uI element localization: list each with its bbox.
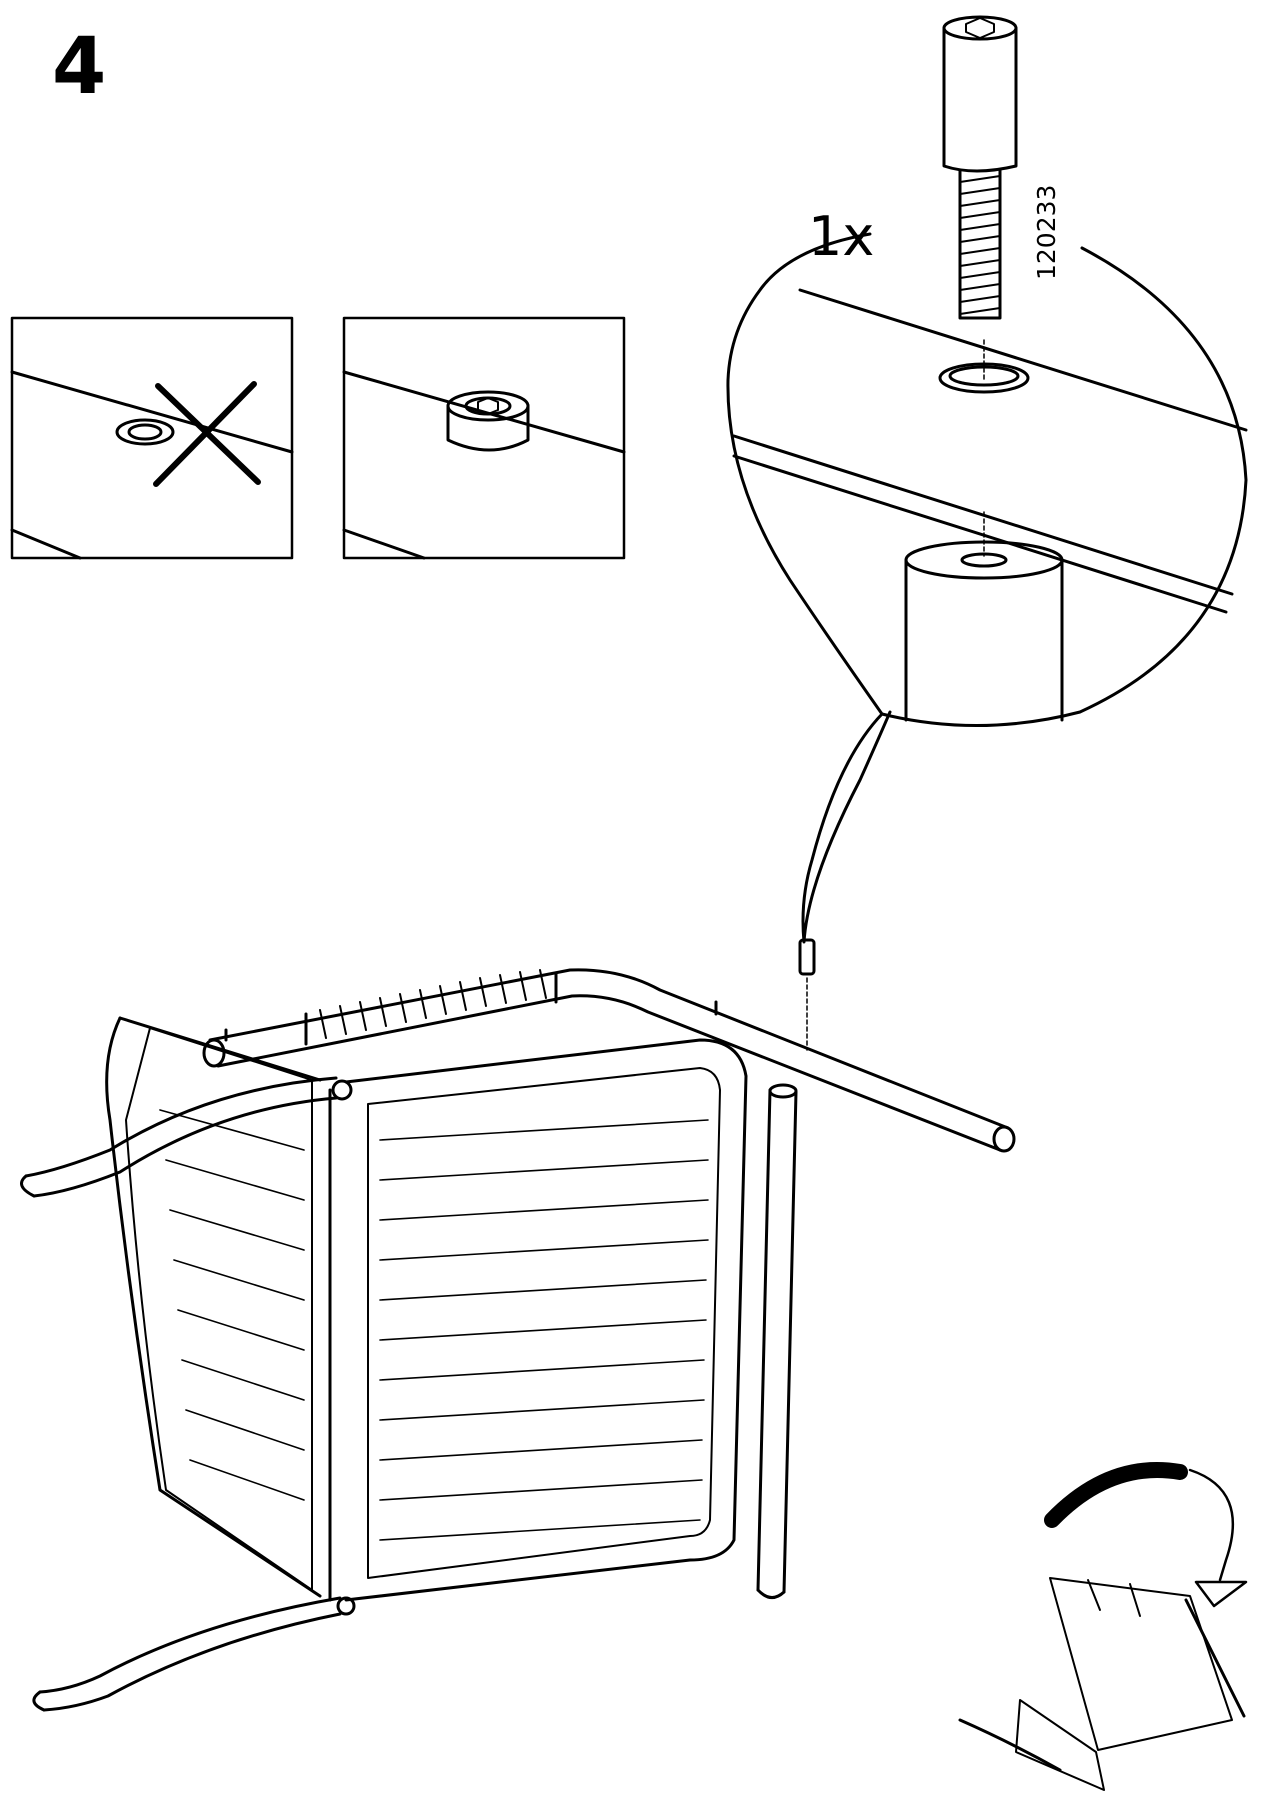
cross-mark-icon [153,381,261,487]
small-bolt-icon [798,938,816,1051]
detail-balloon [726,232,1248,944]
incorrect-inset-panel [10,316,294,560]
bolt-icon [942,15,1018,320]
chair-illustration [20,968,1016,1712]
flip-chair-icon [958,1462,1248,1791]
step-number: 4 [52,22,107,112]
correct-inset-panel [342,316,626,560]
